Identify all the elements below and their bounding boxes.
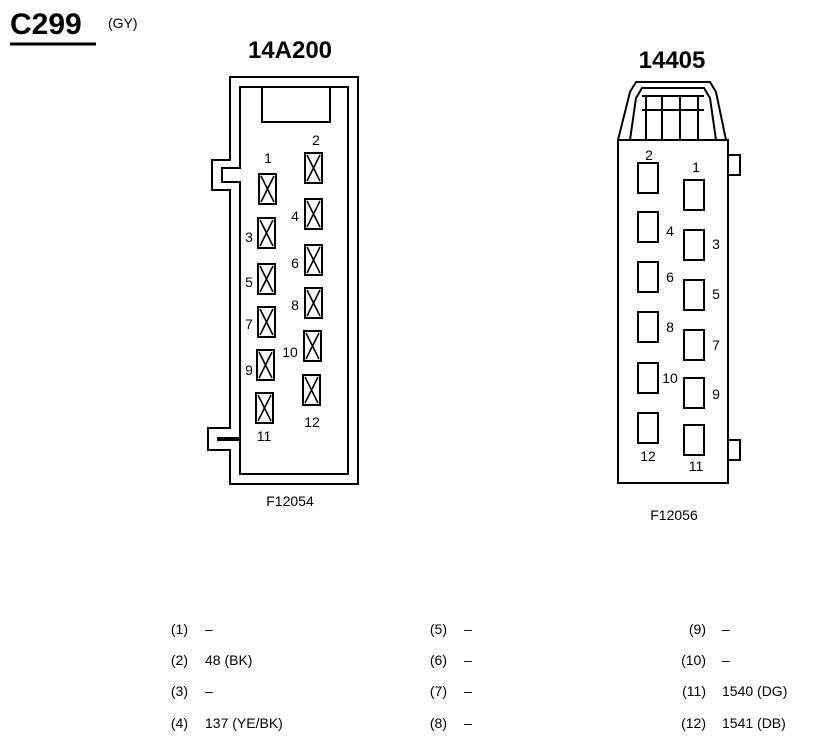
table-circuit: –: [205, 621, 213, 637]
table-row: (6) –: [430, 652, 472, 668]
left-pin-8: 8: [291, 287, 323, 319]
right-pin-label: 8: [666, 319, 674, 335]
table-pin: (8): [430, 715, 447, 731]
left-pin-5: 5: [245, 263, 276, 295]
table-row: (4) 137 (YE/BK): [171, 715, 283, 731]
table-row: (10)–: [681, 652, 730, 668]
left-pin-11: 11: [255, 392, 274, 444]
right-pin-10: 10: [637, 362, 678, 394]
right-pin-label: 11: [689, 458, 704, 474]
table-circuit: 48 (BK): [205, 652, 252, 668]
right-pin-3: 3: [683, 229, 720, 261]
table-pin: (6): [430, 652, 447, 668]
table-row: (12) 1541 (DB): [681, 715, 786, 731]
connector-color-code: (GY): [108, 15, 138, 31]
table-pin: (12): [681, 715, 706, 731]
table-circuit: –: [464, 715, 472, 731]
table-row: (11) 1540 (DG): [682, 683, 787, 699]
table-circuit: 1541 (DB): [722, 715, 786, 731]
left-pin-6: 6: [291, 244, 323, 276]
right-pin-label: 1: [692, 159, 700, 175]
left-pin-label: 6: [291, 255, 299, 271]
right-pin-label: 10: [662, 370, 678, 386]
right-pin-label: 5: [712, 286, 720, 302]
left-pin-label: 12: [304, 414, 320, 430]
table-row: (2) 48 (BK): [171, 652, 253, 668]
table-pin: (4): [171, 715, 188, 731]
left-pin-10: 10: [282, 330, 322, 362]
right-pin-5: 5: [683, 279, 720, 311]
left-pin-12: 12: [302, 374, 321, 430]
left-pin-label: 3: [245, 229, 253, 245]
table-row: (3) –: [171, 683, 213, 699]
table-circuit: –: [464, 652, 472, 668]
table-circuit: 137 (YE/BK): [205, 715, 283, 731]
table-row: (1) –: [171, 621, 213, 637]
right-pin-11: 11: [683, 424, 705, 474]
left-pin-label: 9: [245, 362, 253, 378]
left-figure-number: F12054: [266, 493, 314, 509]
left-pin-label: 4: [291, 208, 299, 224]
table-circuit: –: [205, 683, 213, 699]
table-pin: (1): [171, 621, 188, 637]
table-row: (7) –: [430, 683, 472, 699]
table-circuit: –: [722, 652, 730, 668]
table-circuit: –: [722, 621, 730, 637]
table-pin: (2): [171, 652, 188, 668]
right-pin-label: 4: [666, 223, 674, 239]
right-pin-9: 9: [683, 377, 720, 409]
table-pin: (3): [171, 683, 188, 699]
left-pin-label: 1: [264, 150, 272, 166]
right-pin-label: 9: [712, 386, 720, 402]
left-pin-label: 8: [291, 297, 299, 313]
table-circuit: 1540 (DG): [722, 683, 787, 699]
right-pin-label: 3: [712, 236, 720, 252]
right-figure-number: F12056: [650, 507, 698, 523]
table-pin: (10): [681, 652, 706, 668]
left-pin-9: 9: [245, 349, 275, 381]
right-pin-2: 2: [637, 147, 659, 194]
left-pin-label: 5: [245, 274, 253, 290]
left-pin-label: 2: [312, 132, 320, 148]
table-row: (8) –: [430, 715, 472, 731]
right-part-number: 14405: [639, 47, 706, 74]
right-pin-12: 12: [637, 412, 659, 464]
table-pin: (5): [430, 621, 447, 637]
table-pin: (7): [430, 683, 447, 699]
right-connector-body: [617, 81, 741, 484]
left-pin-2: 2: [304, 132, 323, 184]
left-connector-body: [207, 76, 359, 485]
right-pin-label: 2: [645, 147, 653, 163]
right-pin-label: 6: [666, 269, 674, 285]
table-row: (9)–: [689, 621, 730, 637]
right-pin-6: 6: [637, 261, 674, 293]
table-circuit: –: [464, 683, 472, 699]
left-pin-4: 4: [291, 198, 323, 230]
left-pin-label: 11: [257, 428, 272, 444]
right-pin-8: 8: [637, 311, 674, 343]
right-pin-label: 7: [712, 337, 720, 353]
table-row: (5) –: [430, 621, 472, 637]
left-pin-label: 10: [282, 344, 298, 360]
left-pin-3: 3: [245, 217, 276, 249]
table-circuit: –: [464, 621, 472, 637]
left-pin-1: 1: [258, 150, 277, 205]
right-pin-1: 1: [683, 159, 705, 211]
right-pin-7: 7: [683, 329, 720, 361]
left-part-number: 14A200: [248, 37, 332, 64]
table-pin: (11): [682, 683, 706, 699]
connector-id: C299: [10, 8, 82, 41]
pin-circuit-table: (1) – (2) 48 (BK) (3) – (4) 137 (YE/BK) (5) – (6) –…: [171, 621, 787, 731]
right-pin-4: 4: [637, 211, 674, 243]
left-pin-label: 7: [245, 316, 253, 332]
table-pin: (9): [689, 621, 706, 637]
right-pin-label: 12: [640, 448, 656, 464]
left-pin-7: 7: [245, 306, 276, 338]
